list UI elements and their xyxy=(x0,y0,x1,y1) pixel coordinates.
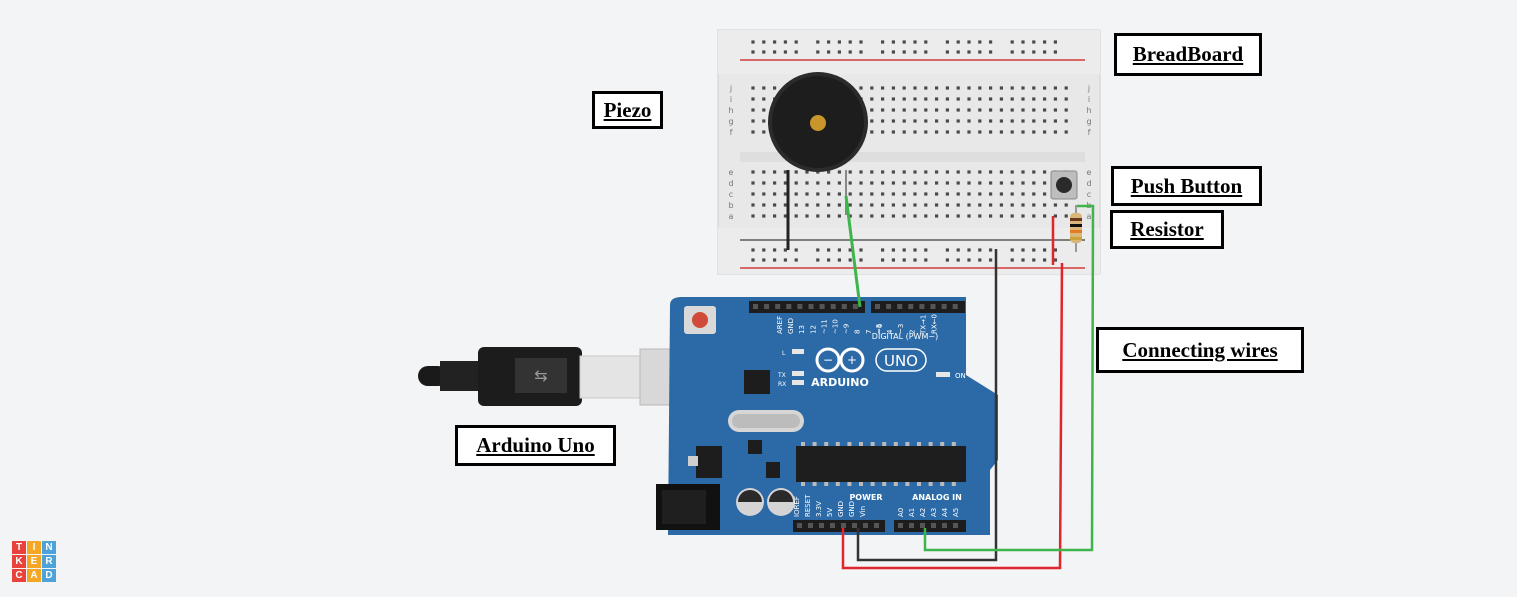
breadboard-holes xyxy=(751,40,1068,262)
connecting-wires xyxy=(841,195,1095,570)
logo-letter: C xyxy=(12,569,26,582)
pin-label: GND xyxy=(848,501,856,517)
pin-label: ~3 xyxy=(897,324,905,334)
label-arduino-uno: Arduino Uno xyxy=(455,425,616,466)
analog-header-label: ANALOG IN xyxy=(912,493,962,502)
logo-letter: E xyxy=(27,555,41,568)
wire-black-gnd xyxy=(856,249,998,562)
row-letter: f xyxy=(730,128,733,137)
pin-label: 4 xyxy=(886,329,894,334)
wire-green-a2 xyxy=(923,204,1095,552)
logo-letter: R xyxy=(42,555,56,568)
board-brand: ARDUINO xyxy=(811,376,869,389)
push-button xyxy=(1050,170,1078,200)
logo-letter: A xyxy=(27,569,41,582)
label-breadboard: BreadBoard xyxy=(1114,33,1262,76)
pin-label: GND xyxy=(787,318,795,334)
row-letter: j xyxy=(729,84,732,93)
logo-letter: T xyxy=(12,541,26,554)
logo-letter: K xyxy=(12,555,26,568)
logo-letter: N xyxy=(42,541,56,554)
pin-label: 13 xyxy=(798,325,806,334)
pin-label: 7 xyxy=(865,330,873,334)
label-resistor: Resistor xyxy=(1110,210,1224,249)
pin-label: A1 xyxy=(908,508,916,517)
power-header-label: POWER xyxy=(849,493,882,502)
pin-label: AREF xyxy=(776,316,784,334)
row-letter: c xyxy=(729,190,733,199)
row-letter: i xyxy=(730,95,732,104)
row-letter: g xyxy=(1086,117,1091,126)
row-letter: i xyxy=(1088,95,1090,104)
led-rx-label: RX xyxy=(778,381,786,388)
wire-red-5v xyxy=(841,262,1064,570)
piezo-buzzer xyxy=(768,72,868,250)
pin-label: ~9 xyxy=(843,324,851,334)
pin-label: A3 xyxy=(930,508,938,517)
row-letter: a xyxy=(1087,212,1092,221)
led-tx-label: TX xyxy=(777,372,786,379)
svg-text:−: − xyxy=(823,353,833,367)
pin-label: A4 xyxy=(941,507,949,517)
pin-label: ~11 xyxy=(820,319,828,334)
row-letter: d xyxy=(728,179,733,188)
label-connecting-wires: Connecting wires xyxy=(1096,327,1304,373)
row-letter: a xyxy=(729,212,734,221)
label-piezo: Piezo xyxy=(592,91,663,129)
row-letter: j xyxy=(1087,84,1090,93)
wire-green-piezo xyxy=(844,195,862,308)
pin-label: GND xyxy=(837,501,845,517)
row-letter: h xyxy=(728,106,733,115)
pin-label: 8 xyxy=(854,330,862,334)
pin-label: A2 xyxy=(919,508,927,517)
pin-label: RX←0 xyxy=(931,314,939,334)
row-letter: e xyxy=(729,168,734,177)
pin-label: TX→1 xyxy=(919,315,927,335)
row-letter: c xyxy=(1087,190,1091,199)
chip-pins xyxy=(801,442,956,486)
pin-label: Vin xyxy=(859,506,867,517)
svg-text:+: + xyxy=(847,353,857,367)
resistor xyxy=(1070,205,1082,252)
pin-label: RESET xyxy=(804,494,812,517)
svg-text:⇆: ⇆ xyxy=(534,366,547,385)
row-letter: e xyxy=(1087,168,1092,177)
board-model: UNO xyxy=(884,352,918,370)
row-letter: f xyxy=(1088,128,1091,137)
pin-label: IOREF xyxy=(793,496,801,517)
row-letter: g xyxy=(728,117,733,126)
logo-letter: I xyxy=(27,541,41,554)
logo-letter: D xyxy=(42,569,56,582)
header-holes xyxy=(753,304,958,528)
pin-label: A5 xyxy=(952,508,960,517)
on-led-label: ON xyxy=(955,372,966,380)
pin-label: A0 xyxy=(897,508,905,517)
pin-label: 5V xyxy=(826,508,834,517)
led-l-label: L xyxy=(782,350,786,357)
digital-header-label: DIGITAL (PWM~) xyxy=(872,332,938,341)
arduino-infinity-logo: − + xyxy=(815,347,865,373)
pin-label: ~6 xyxy=(876,323,884,334)
arduino-uno-board: − + UNO ARDUINO DIGITAL (PWM~) POWER ANA… xyxy=(656,297,998,535)
row-letter: h xyxy=(1086,106,1091,115)
label-push-button: Push Button xyxy=(1111,166,1262,206)
pin-label: ~5 xyxy=(875,324,883,334)
pin-label: 12 xyxy=(809,325,817,334)
pin-label: 2 xyxy=(908,330,916,334)
pin-label: 3.3V xyxy=(815,501,823,517)
pin-label: ~10 xyxy=(832,319,840,334)
row-letter: d xyxy=(1086,179,1091,188)
row-letter: b xyxy=(728,201,733,210)
